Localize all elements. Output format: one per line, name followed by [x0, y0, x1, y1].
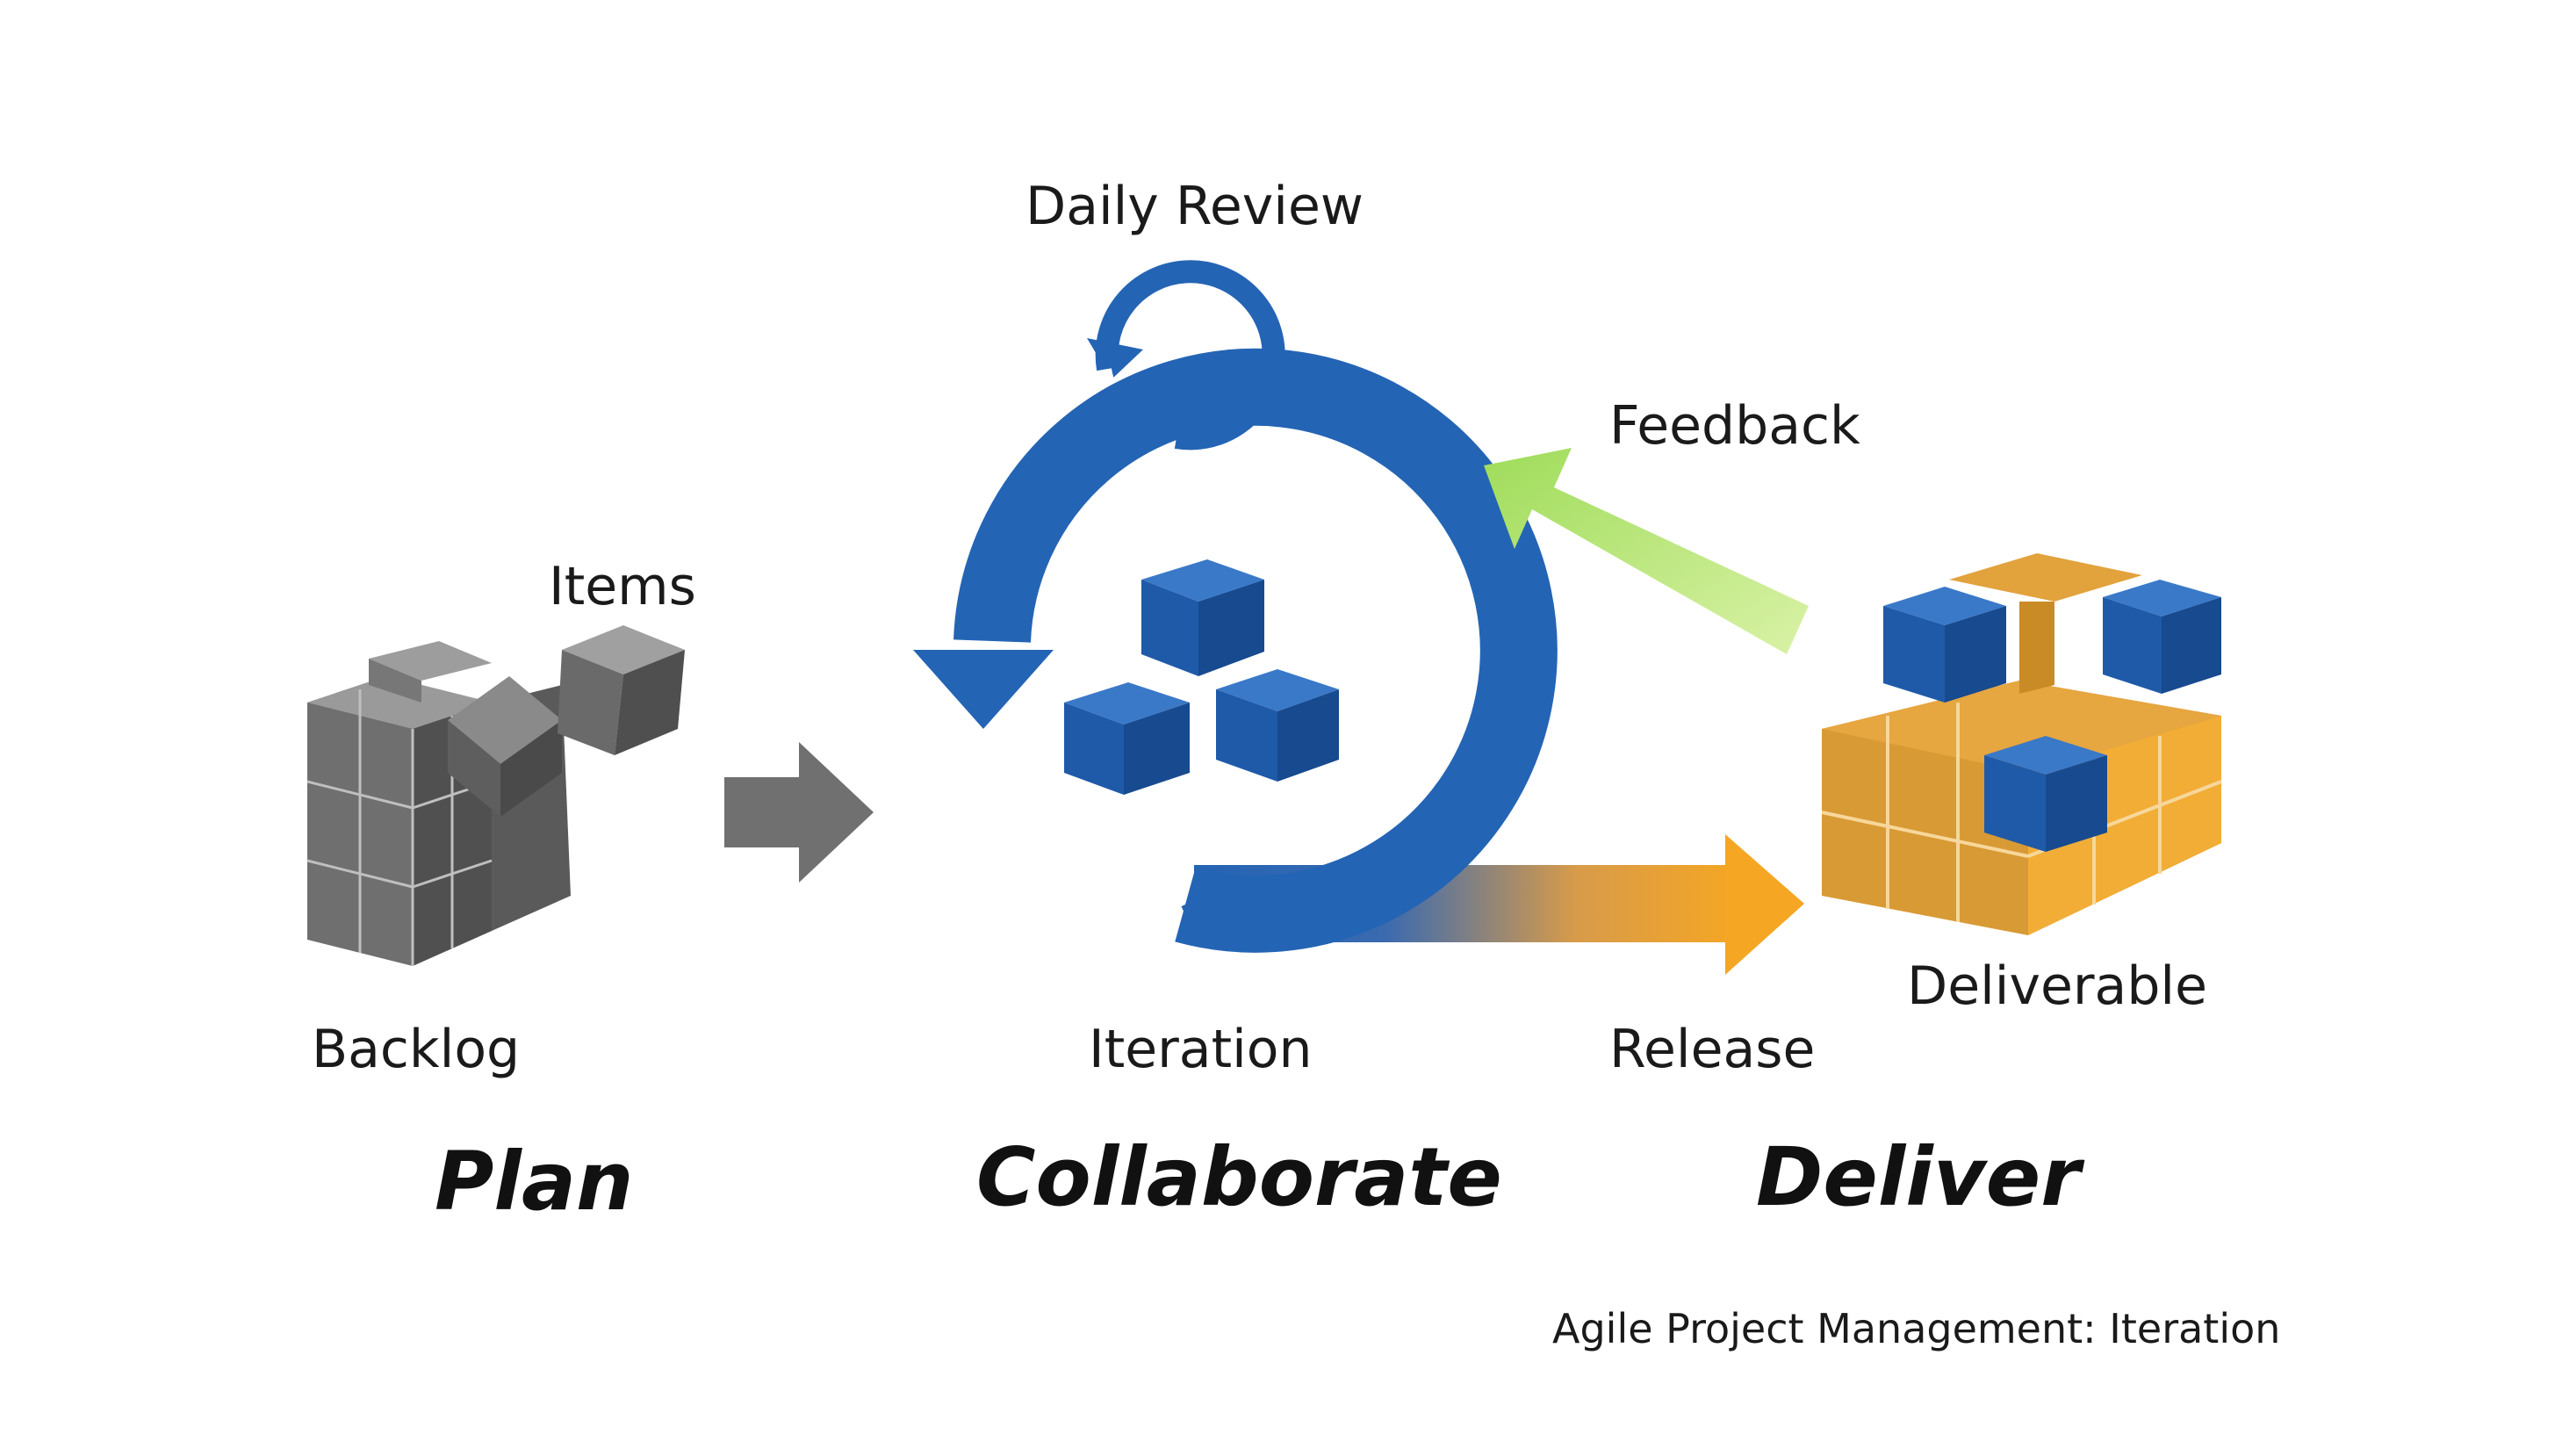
iteration-loop-icon — [913, 348, 1804, 975]
daily-review-label: Daily Review — [1025, 176, 1364, 237]
feedback-label: Feedback — [1609, 395, 1860, 457]
backlog-cubes-icon — [306, 625, 685, 966]
release-arrow-icon — [1725, 834, 1804, 975]
phase-plan: Plan — [435, 1135, 634, 1229]
items-label: Items — [549, 556, 696, 617]
diagram-caption: Agile Project Management: Iteration — [1552, 1305, 2281, 1352]
iteration-cubes-icon — [1064, 559, 1339, 795]
iteration-label: Iteration — [1089, 1019, 1313, 1080]
phase-deliver: Deliver — [1756, 1130, 2081, 1224]
backlog-label: Backlog — [312, 1019, 521, 1080]
feedback-arrow-icon — [1484, 448, 1809, 654]
deliverable-cubes-icon — [1821, 553, 2222, 935]
phase-collaborate: Collaborate — [976, 1130, 1502, 1224]
release-label: Release — [1609, 1019, 1816, 1080]
deliverable-label: Deliverable — [1907, 955, 2207, 1017]
arrow-right-icon — [724, 742, 874, 883]
